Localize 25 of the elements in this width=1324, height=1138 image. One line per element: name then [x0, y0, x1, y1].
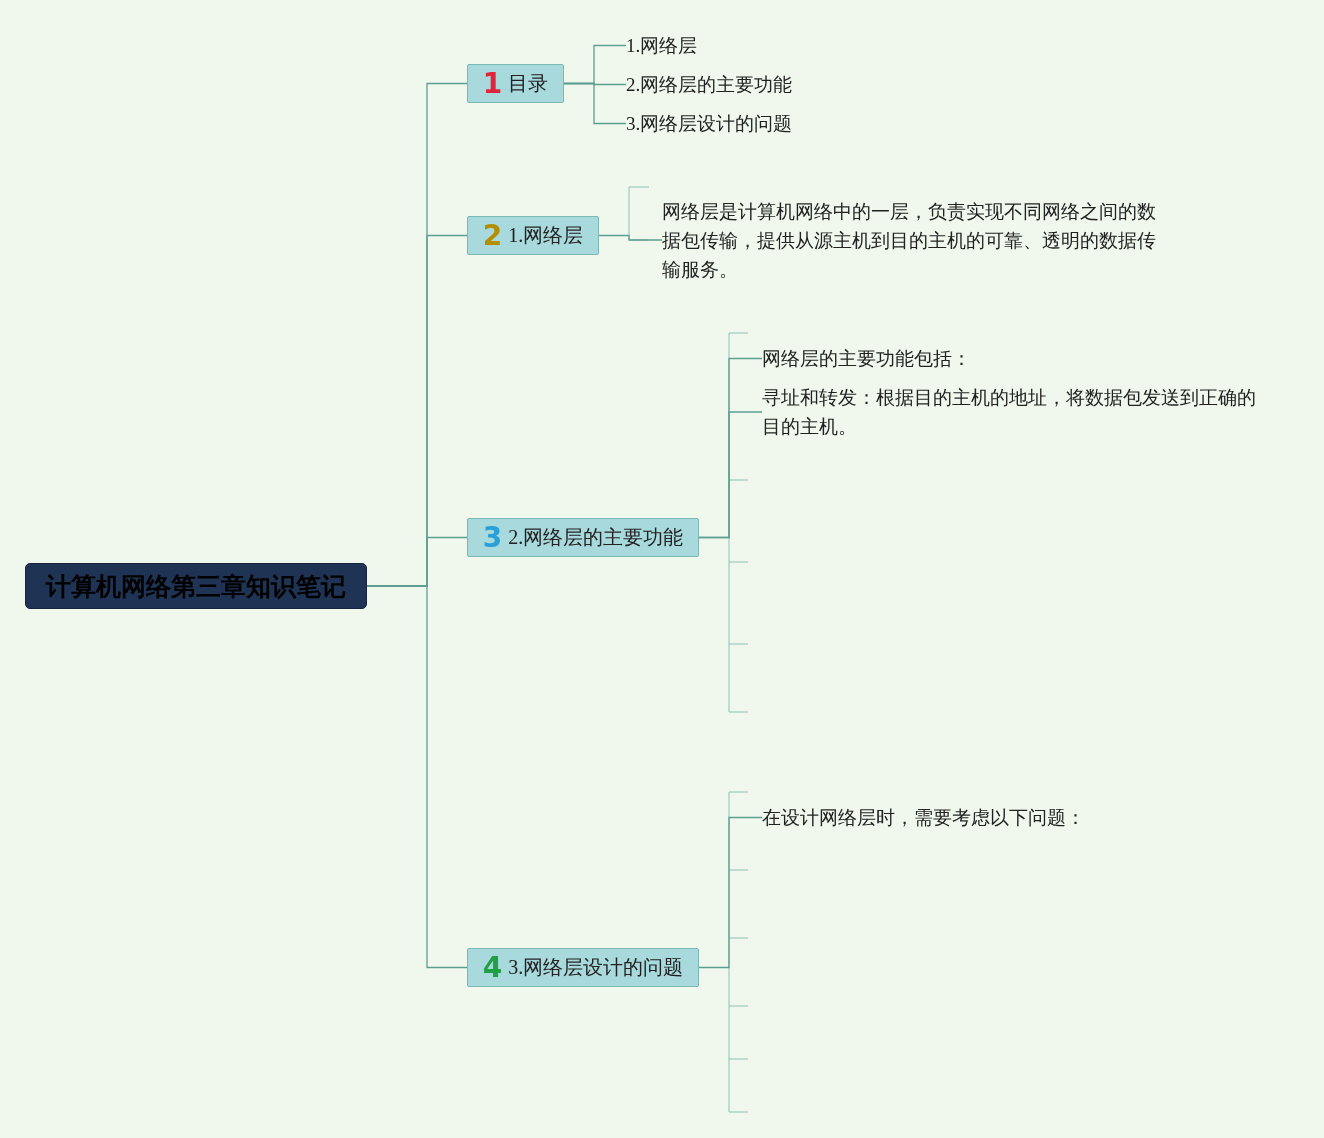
topic-label: 3.网络层设计的问题 [508, 955, 684, 980]
topic-label: 1.网络层 [508, 223, 584, 248]
branch-text: 1.网络层 [626, 31, 826, 60]
topic-box [467, 518, 699, 557]
topic-label: 目录 [508, 71, 549, 96]
branch-text: 2.网络层的主要功能 [626, 70, 826, 99]
connector-line [698, 816, 763, 969]
root-title: 计算机网络第三章知识笔记 [46, 570, 346, 603]
connector-line [598, 234, 663, 241]
connector-line [698, 411, 763, 539]
branch-text: 寻址和转发：根据目的主机的地址，将数据包发送到正确的目的主机。 [762, 383, 1265, 441]
connector-line [563, 82, 627, 125]
branch-text: 网络层的主要功能包括： [762, 344, 1282, 373]
topic-number: 3 [482, 523, 503, 552]
topic-box [467, 64, 564, 103]
root-box [25, 563, 367, 609]
branch-text: 网络层是计算机网络中的一层，负责实现不同网络之间的数据包传输，提供从源主机到目的主机的可靠、透明的数据传输服务。 [662, 197, 1165, 285]
topic-number: 1 [482, 69, 503, 98]
branch-text: 在设计网络层时，需要考虑以下问题： [762, 803, 1282, 832]
topic-label: 2.网络层的主要功能 [508, 525, 684, 550]
topic-number: 2 [482, 221, 503, 250]
topic-box [467, 948, 699, 987]
topic-number: 4 [482, 953, 503, 982]
topic-box [467, 216, 599, 255]
branch-text: 3.网络层设计的问题 [626, 109, 826, 138]
